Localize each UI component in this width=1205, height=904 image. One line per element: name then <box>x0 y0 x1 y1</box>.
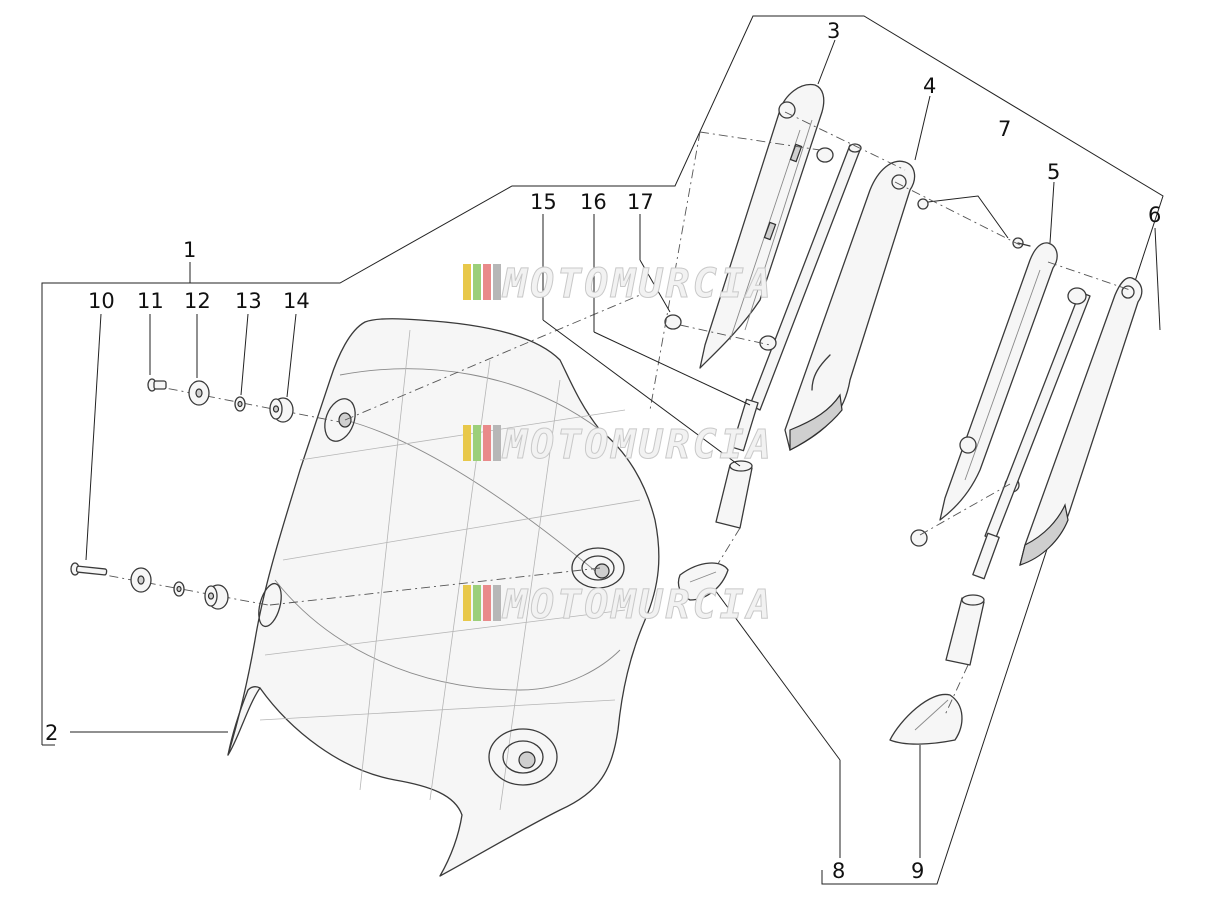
left-bracket-3 <box>699 83 825 369</box>
callout-leaders <box>85 39 1161 561</box>
left-base-pad-8 <box>677 562 841 858</box>
callout-2: 2 <box>45 721 58 745</box>
washer-13 <box>234 396 246 412</box>
washer-lower-a <box>130 567 152 593</box>
screw-7a <box>917 198 929 210</box>
callout-4: 4 <box>923 74 936 98</box>
callout-9: 9 <box>911 859 924 883</box>
callout-1: 1 <box>183 238 196 262</box>
callout-16: 16 <box>580 190 607 214</box>
watermark-text-3: MOTOMURCIA <box>501 582 774 628</box>
callout-13: 13 <box>235 289 262 313</box>
left-cover-4 <box>784 160 916 451</box>
left-tube <box>715 460 753 529</box>
lower-hardware-stack <box>70 562 269 610</box>
watermark-text-1: MOTOMURCIA <box>501 261 774 307</box>
assembly-lines <box>269 111 1131 716</box>
callout-6: 6 <box>1148 203 1161 227</box>
watermark-text-2: MOTOMURCIA <box>501 422 774 468</box>
windshield <box>70 318 660 877</box>
group-frame-lines <box>41 15 1164 885</box>
screw-11 <box>147 378 167 392</box>
washer-12 <box>188 380 210 406</box>
right-rod <box>910 287 1091 580</box>
washer-lower-b <box>173 581 185 597</box>
callout-15: 15 <box>530 190 557 214</box>
callouts: 1 2 3 4 5 6 7 8 9 10 11 12 13 14 15 16 1… <box>45 19 1161 883</box>
callout-14: 14 <box>283 289 310 313</box>
callout-12: 12 <box>184 289 211 313</box>
right-base-pad-9 <box>889 693 963 858</box>
callout-17: 17 <box>627 190 654 214</box>
callout-3: 3 <box>827 19 840 43</box>
callout-5: 5 <box>1047 160 1060 184</box>
upper-hardware-stack <box>147 378 341 423</box>
grommet-lower <box>204 584 229 610</box>
callout-7: 7 <box>998 117 1011 141</box>
bolt-10 <box>70 562 108 576</box>
grommet-14 <box>269 397 294 423</box>
left-rod <box>664 143 862 452</box>
right-bracket-5 <box>939 242 1058 521</box>
callout-11: 11 <box>137 289 164 313</box>
callout-8: 8 <box>832 859 845 883</box>
callout-10: 10 <box>88 289 115 313</box>
watermark: MOTOMURCIA MOTOMURCIA MOTOMURCIA <box>463 261 774 629</box>
right-tube <box>945 594 985 666</box>
screw-7b <box>1012 237 1031 249</box>
right-cover-6 <box>1019 277 1143 566</box>
